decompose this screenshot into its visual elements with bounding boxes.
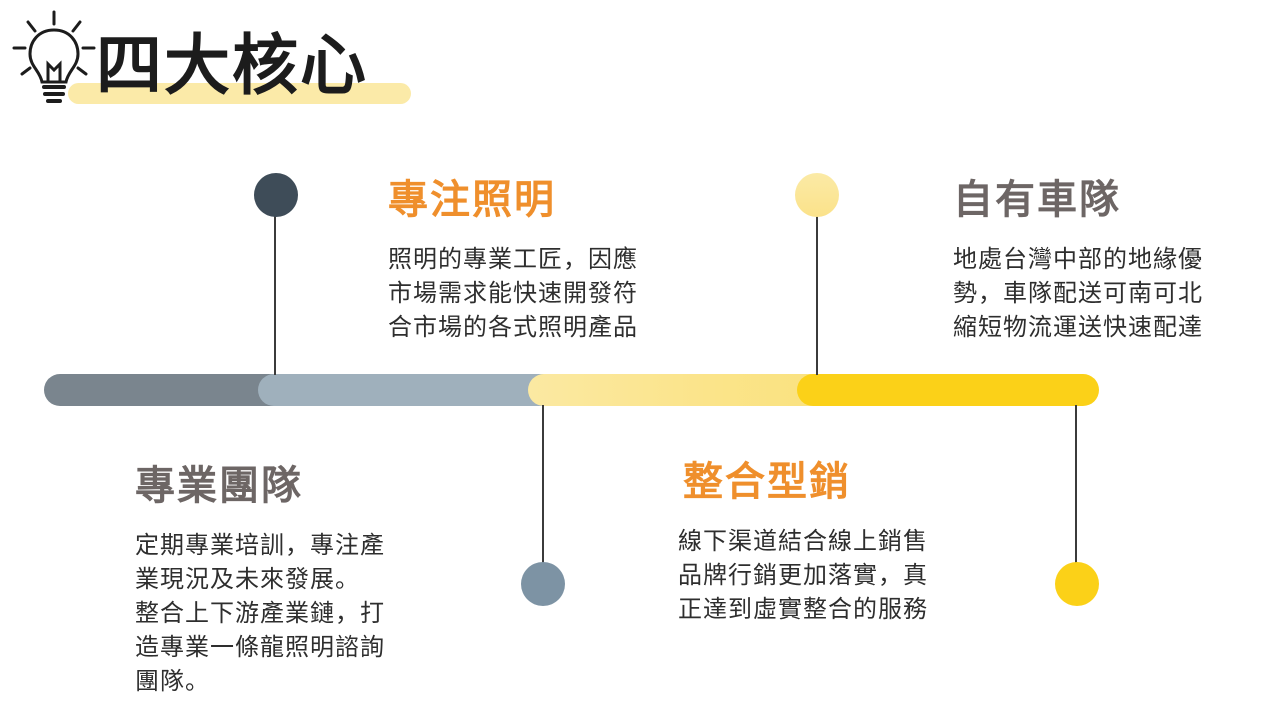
core-desc-own-fleet: 地處台灣中部的地緣優 勢，車隊配送可南可北 縮短物流運送快速配達 bbox=[953, 245, 1203, 341]
marker-dot-professional-team bbox=[521, 562, 565, 606]
stem-focus-lighting bbox=[274, 195, 276, 375]
core-heading-professional-team: 專業團隊 bbox=[135, 463, 303, 509]
timeline-segment-4 bbox=[797, 374, 1099, 406]
core-desc-focus-lighting: 照明的專業工匠，因應 市場需求能快速開發符 合市場的各式照明產品 bbox=[388, 245, 638, 341]
marker-dot-integrated-marketing bbox=[1055, 562, 1099, 606]
marker-dot-focus-lighting bbox=[254, 173, 298, 217]
title-highlight bbox=[68, 83, 411, 104]
core-heading-integrated-marketing: 整合型銷 bbox=[683, 459, 851, 505]
core-heading-focus-lighting: 專注照明 bbox=[388, 177, 556, 223]
page-title: 四大核心 bbox=[96, 27, 368, 104]
marker-dot-own-fleet bbox=[795, 173, 839, 217]
stem-integrated-marketing bbox=[1075, 405, 1077, 585]
stem-professional-team bbox=[542, 405, 544, 585]
core-desc-professional-team: 定期專業培訓，專注產 業現況及未來發展。 整合上下游產業鏈，打 造專業一條龍照明… bbox=[135, 531, 385, 695]
timeline-segment-3 bbox=[528, 374, 828, 406]
timeline-segment-2 bbox=[258, 374, 563, 406]
core-desc-integrated-marketing: 線下渠道結合線上銷售 品牌行銷更加落實，真 正達到虛實整合的服務 bbox=[678, 527, 928, 623]
core-heading-own-fleet: 自有車隊 bbox=[953, 177, 1121, 223]
timeline-segment-1 bbox=[44, 374, 289, 406]
lightbulb-icon bbox=[12, 10, 96, 103]
stem-own-fleet bbox=[816, 195, 818, 375]
